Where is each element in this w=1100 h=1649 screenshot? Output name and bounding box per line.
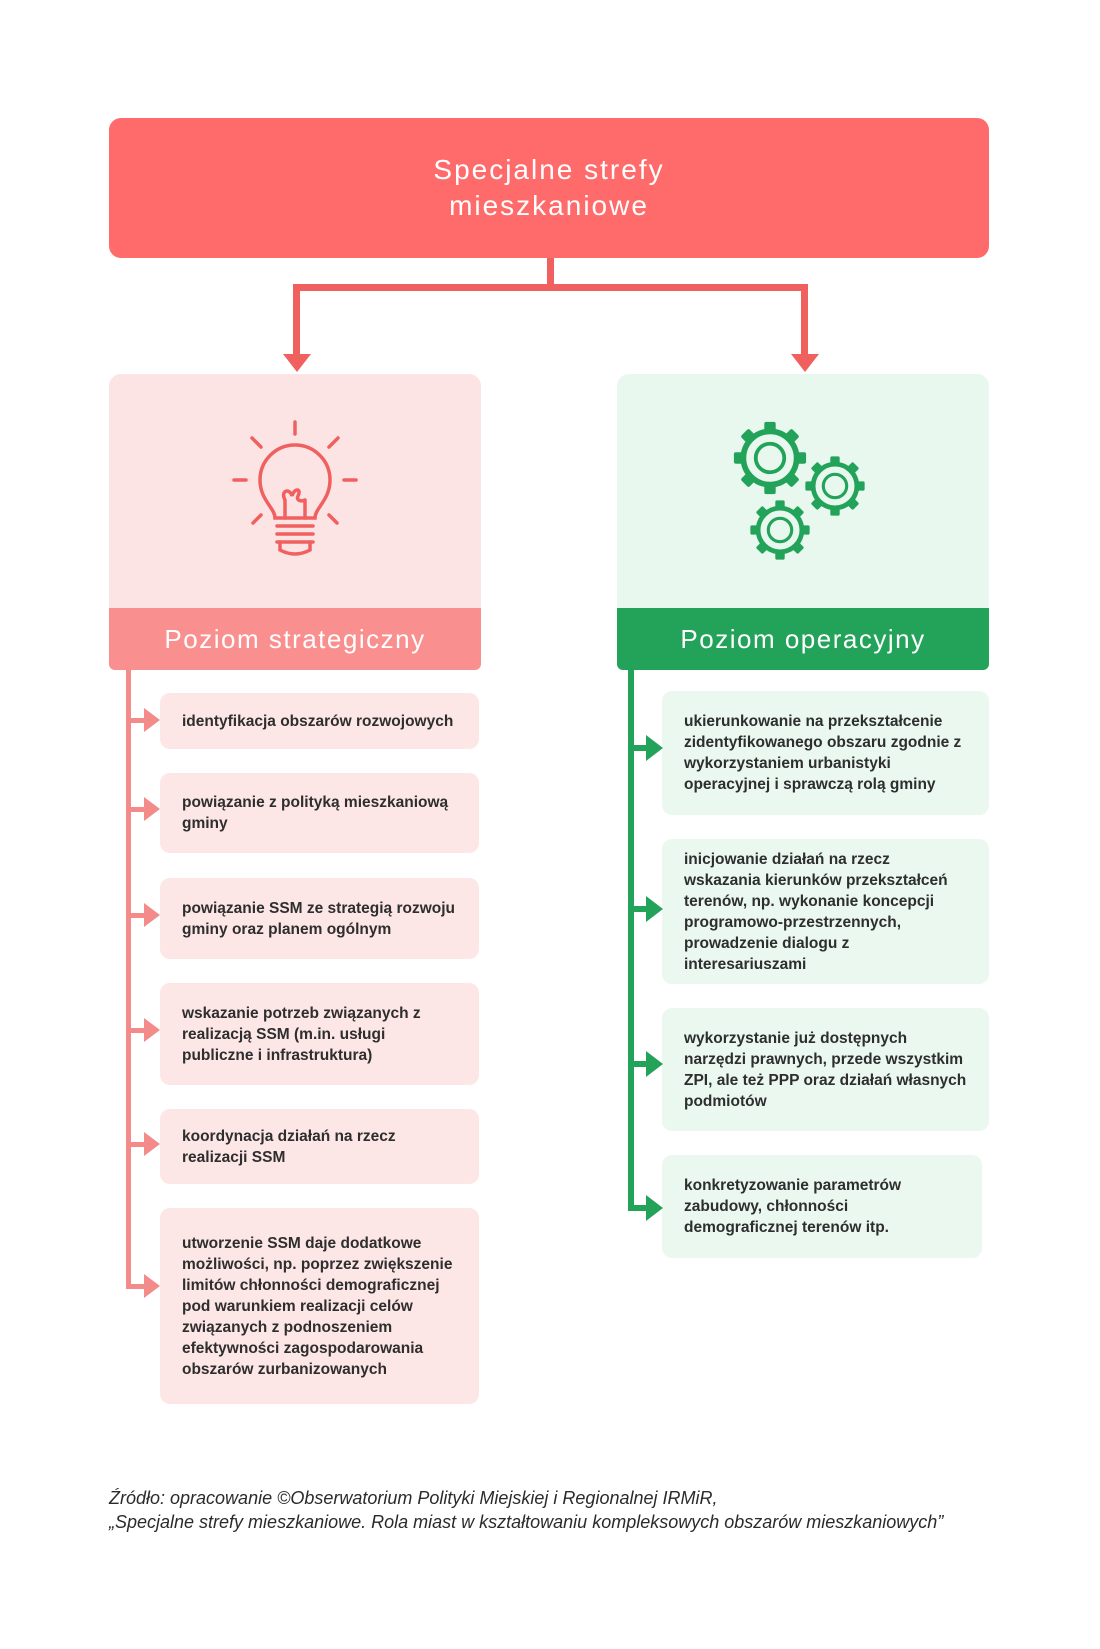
gears-icon [730, 418, 880, 568]
arrow-right-icon [144, 1274, 160, 1298]
source-caption: Źródło: opracowanie ©Obserwatorium Polit… [109, 1486, 1009, 1534]
title-connector-horizontal [293, 284, 808, 291]
source-line-1: Źródło: opracowanie ©Obserwatorium Polit… [109, 1488, 718, 1508]
strategic-timeline [126, 670, 131, 1287]
connector-left-drop [293, 284, 300, 356]
strategic-item: powiązanie z polityką mieszkaniową gminy [160, 773, 479, 853]
arrow-right-icon [646, 735, 663, 761]
operational-item: konkretyzowanie parametrów zabudowy, chł… [662, 1155, 982, 1258]
branch-line [628, 1061, 648, 1067]
strategic-item: identyfikacja obszarów rozwojowych [160, 693, 479, 749]
branch-line [628, 906, 648, 912]
operational-item: wykorzystanie już dostępnych narzędzi pr… [662, 1008, 989, 1131]
arrow-right-icon [646, 1051, 663, 1077]
arrow-down-right-icon [791, 354, 819, 372]
operational-timeline [628, 670, 634, 1210]
arrow-down-left-icon [283, 354, 311, 372]
arrow-right-icon [144, 1132, 160, 1156]
operational-item: inicjowanie działań na rzecz wskazania k… [662, 839, 989, 984]
title-connector-vertical [547, 258, 554, 288]
lightbulb-icon [232, 420, 358, 556]
arrow-right-icon [144, 708, 160, 732]
branch-line [126, 1142, 146, 1147]
branch-line [126, 913, 146, 918]
branch-line [126, 1028, 146, 1033]
arrow-right-icon [144, 903, 160, 927]
strategic-heading: Poziom strategiczny [109, 608, 481, 670]
operational-heading: Poziom operacyjny [617, 608, 989, 670]
title-box: Specjalne strefy mieszkaniowe [109, 118, 989, 258]
strategic-panel [109, 374, 481, 608]
operational-item: ukierunkowanie na przekształcenie zident… [662, 691, 989, 815]
branch-line [628, 745, 648, 751]
branch-line [126, 718, 146, 723]
arrow-right-icon [646, 1195, 663, 1221]
source-line-2: „Specjalne strefy mieszkaniowe. Rola mia… [109, 1512, 944, 1532]
strategic-item: koordynacja działań na rzecz realizacji … [160, 1109, 479, 1184]
arrow-right-icon [646, 896, 663, 922]
branch-line [126, 1284, 146, 1289]
arrow-right-icon [144, 797, 160, 821]
strategic-item: powiązanie SSM ze strategią rozwoju gmin… [160, 878, 479, 959]
branch-line [628, 1205, 648, 1211]
strategic-item: wskazanie potrzeb związanych z realizacj… [160, 983, 479, 1085]
arrow-right-icon [144, 1018, 160, 1042]
strategic-item: utworzenie SSM daje dodatkowe możliwości… [160, 1208, 479, 1404]
operational-panel [617, 374, 989, 608]
connector-right-drop [801, 284, 808, 356]
diagram-title: Specjalne strefy mieszkaniowe [433, 154, 665, 221]
branch-line [126, 807, 146, 812]
